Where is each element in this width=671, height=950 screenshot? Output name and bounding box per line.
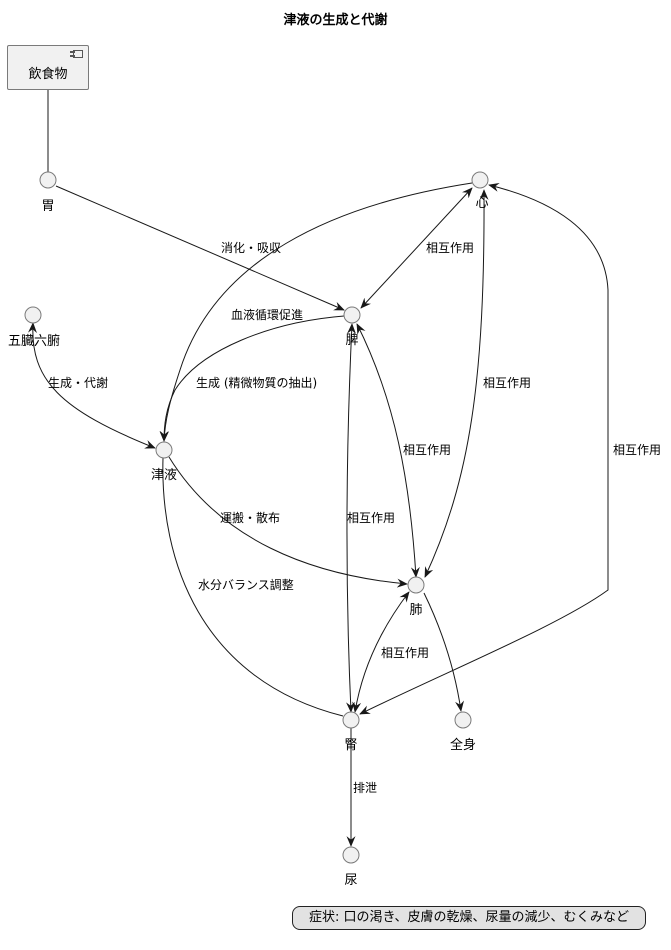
edge-lung-body bbox=[423, 592, 465, 712]
label-stomach: 胃 bbox=[41, 199, 55, 214]
food-label: 飲食物 bbox=[28, 67, 68, 82]
label-organs: 五臓六腑 bbox=[7, 334, 61, 349]
node-organs bbox=[24, 306, 42, 324]
edge-label-generation: 生成 (精微物質の抽出) bbox=[196, 376, 318, 390]
node-lung bbox=[407, 576, 425, 594]
edge-label-kidney-spleen: 相互作用 bbox=[347, 511, 396, 525]
edge-label-lung-heart: 相互作用 bbox=[483, 376, 532, 390]
edge-kidney-heart bbox=[359, 182, 609, 715]
label-body: 全身 bbox=[449, 738, 477, 753]
symptoms-note: 症状: 口の渇き、皮膚の乾燥、尿量の減少、むくみなど bbox=[292, 906, 646, 930]
edge-label-spleen-heart: 相互作用 bbox=[426, 241, 475, 255]
label-lung: 肺 bbox=[409, 603, 423, 618]
edge-fluids-lung bbox=[168, 456, 408, 588]
edge-label-digestion: 消化・吸収 bbox=[221, 241, 282, 255]
edge-fluids-kidney bbox=[162, 457, 344, 717]
label-spleen: 脾 bbox=[345, 333, 359, 348]
edge-spleen-fluids bbox=[159, 315, 345, 442]
edge-label-excretion: 排泄 bbox=[353, 781, 378, 795]
label-urine: 尿 bbox=[344, 873, 358, 888]
edge-label-generation-metabolism: 生成・代謝 bbox=[48, 376, 109, 390]
node-urine bbox=[342, 846, 360, 864]
edge-heart-fluids bbox=[159, 182, 473, 442]
food-component: 飲食物 bbox=[7, 45, 89, 90]
edge-label-kidney-heart: 相互作用 bbox=[613, 443, 662, 457]
component-icon bbox=[70, 50, 83, 58]
diagram-title: 津液の生成と代謝 bbox=[283, 13, 388, 28]
node-heart bbox=[471, 171, 489, 189]
edge-label-water-balance: 水分バランス調整 bbox=[198, 578, 294, 592]
edge-kidney-spleen bbox=[346, 323, 357, 713]
node-kidney bbox=[342, 711, 360, 729]
edge-label-spleen-lung: 相互作用 bbox=[403, 443, 452, 457]
edge-stomach-spleen bbox=[55, 185, 345, 311]
edge-label-circulation: 血液循環促進 bbox=[231, 308, 304, 322]
edge-organs-fluids bbox=[27, 322, 156, 449]
node-spleen bbox=[343, 306, 361, 324]
edge-lung-kidney bbox=[352, 591, 410, 713]
node-stomach bbox=[39, 171, 57, 189]
edge-label-transport: 運搬・散布 bbox=[220, 511, 281, 525]
edge-label-lung-kidney: 相互作用 bbox=[381, 646, 430, 660]
node-fluids bbox=[155, 441, 173, 459]
label-heart: 心 bbox=[475, 196, 489, 211]
label-kidney: 腎 bbox=[344, 738, 358, 753]
node-body bbox=[454, 711, 472, 729]
label-fluids: 津液 bbox=[150, 468, 178, 483]
